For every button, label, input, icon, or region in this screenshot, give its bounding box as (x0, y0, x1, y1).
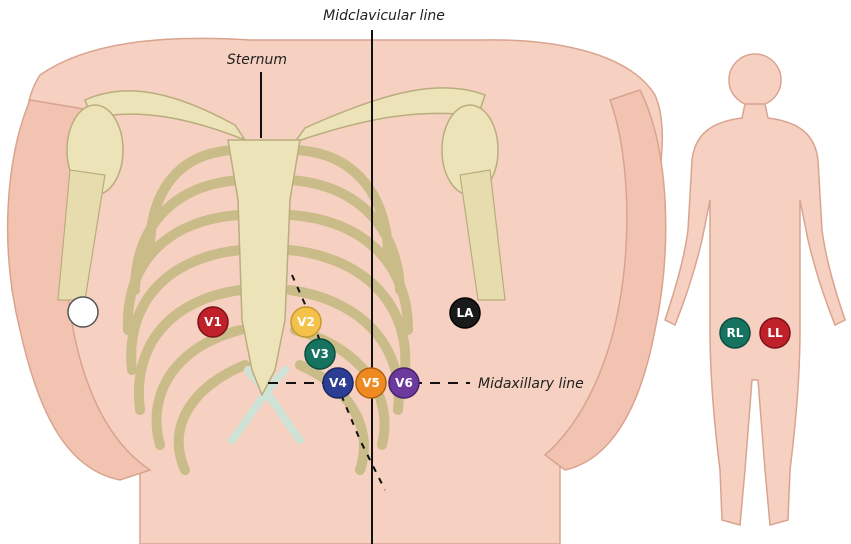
midclavicular-label: Midclavicular line (323, 8, 445, 24)
electrode-v1-label: V1 (204, 315, 222, 329)
electrode-v3-label: V3 (311, 347, 329, 361)
electrode-v2-label: V2 (297, 315, 315, 329)
electrode-la: LA (450, 298, 480, 328)
electrode-rl-label: RL (727, 326, 744, 340)
midaxillary-label: Midaxillary line (478, 376, 584, 392)
electrode-v1: V1 (198, 307, 228, 337)
electrode-ll: LL (760, 318, 790, 348)
electrode-ra: RA (68, 297, 98, 327)
electrode-v6: V6 (389, 368, 419, 398)
electrode-ll-label: LL (767, 326, 783, 340)
electrode-v4: V4 (323, 368, 353, 398)
electrode-v2: V2 (291, 307, 321, 337)
electrode-v4-label: V4 (329, 376, 347, 390)
body-silhouette (665, 54, 845, 525)
sternum-label: Sternum (227, 52, 287, 68)
electrode-ra-label: RA (74, 305, 93, 319)
electrode-v3: V3 (305, 339, 335, 369)
electrode-v6-label: V6 (395, 376, 413, 390)
electrode-v5: V5 (356, 368, 386, 398)
electrode-rl: RL (720, 318, 750, 348)
electrode-v5-label: V5 (362, 376, 380, 390)
electrode-la-label: LA (457, 306, 475, 320)
